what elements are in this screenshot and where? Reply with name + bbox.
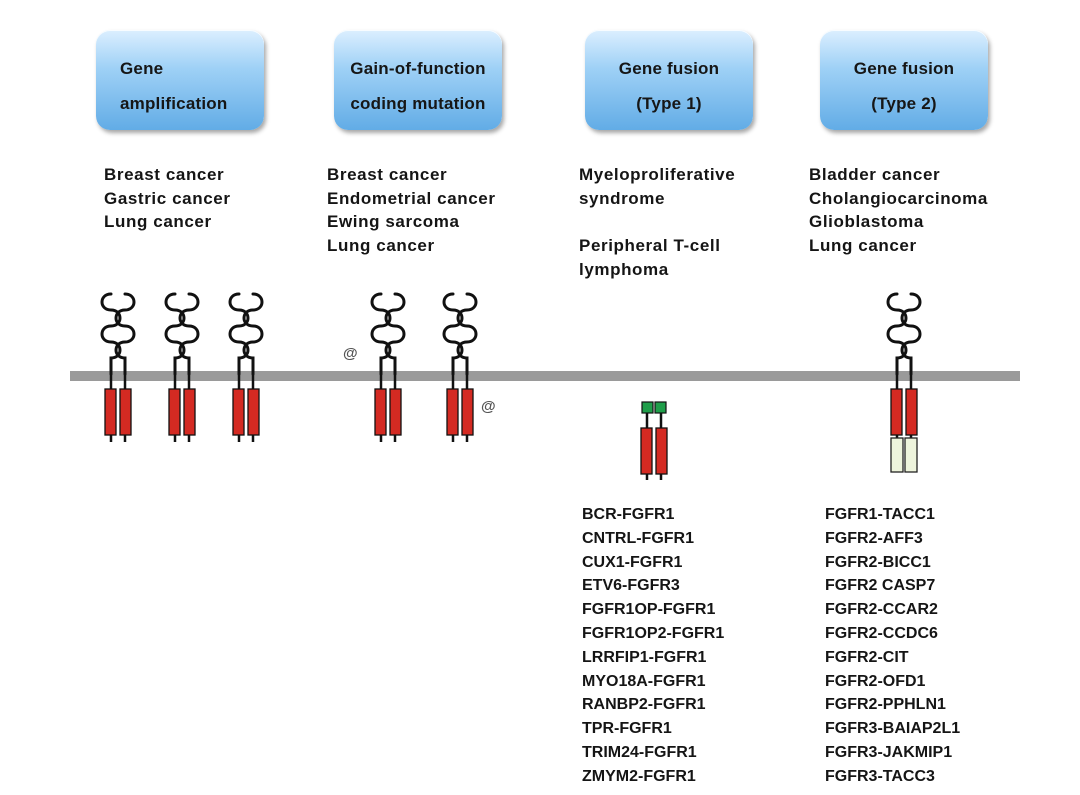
cancer-list-fusion-type-2: Bladder cancer Cholangiocarcinoma Gliobl…	[809, 163, 988, 258]
fusion-partner: FGFR2-CCDC6	[825, 624, 938, 642]
cancer-list-amplification: Breast cancer Gastric cancer Lung cancer	[104, 163, 231, 234]
fusion-partner: LRRFIP1-FGFR1	[582, 648, 707, 666]
header-gene-amplification: Gene amplification	[96, 30, 264, 130]
cancer-type: Peripheral T-cell	[579, 236, 721, 256]
fusion-partner-list-type-2: FGFR1-TACC1 FGFR2-AFF3 FGFR2-BICC1 FGFR2…	[825, 503, 960, 789]
header-line-1: Gene	[120, 59, 164, 78]
fusion-partner-list-type-1: BCR-FGFR1 CNTRL-FGFR1 CUX1-FGFR1 ETV6-FG…	[582, 503, 724, 789]
fusion-partner: FGFR2-CIT	[825, 648, 909, 666]
cancer-type: Gastric cancer	[104, 188, 231, 208]
fusion-protein-type-2	[886, 292, 922, 473]
cancer-type: Lung cancer	[104, 212, 212, 232]
cancer-type: Endometrial cancer	[327, 188, 496, 208]
cancer-type: Myeloproliferative	[579, 165, 736, 184]
fgfr-dimer-mutant	[442, 292, 478, 442]
header-gain-of-function-mutation: Gain-of-function coding mutation	[334, 30, 502, 130]
header-line-2: (Type 2)	[871, 94, 937, 113]
fusion-partner: TRIM24-FGFR1	[582, 743, 697, 761]
header-line-2: (Type 1)	[636, 94, 702, 113]
mutation-marker: @	[481, 398, 496, 415]
fusion-partner: MYO18A-FGFR1	[582, 672, 706, 690]
cancer-list-mutation: Breast cancer Endometrial cancer Ewing s…	[327, 163, 496, 258]
fusion-partner: BCR-FGFR1	[582, 506, 675, 523]
fusion-partner: FGFR2-BICC1	[825, 553, 931, 571]
fusion-partner: FGFR3-JAKMIP1	[825, 743, 953, 761]
cancer-type: lymphoma	[579, 259, 669, 279]
cancer-type: Lung cancer	[809, 236, 917, 256]
header-line-2: coding mutation	[350, 94, 486, 113]
fusion-partner: FGFR2-CCAR2	[825, 601, 938, 619]
fgfr-dimer	[164, 292, 200, 442]
cancer-type: syndrome	[579, 188, 666, 208]
fusion-protein-type-1	[640, 401, 668, 480]
fusion-partner: CNTRL-FGFR1	[582, 529, 694, 547]
fusion-partner: ETV6-FGFR3	[582, 577, 680, 595]
mutation-marker: @	[343, 345, 358, 362]
header-line-2: amplification	[120, 94, 228, 113]
fusion-partner: FGFR1-TACC1	[825, 506, 935, 523]
fusion-partner: FGFR2-AFF3	[825, 529, 923, 547]
header-gene-fusion-type-2: Gene fusion (Type 2)	[820, 30, 988, 130]
fusion-partner: FGFR1OP2-FGFR1	[582, 624, 725, 642]
cancer-type: Breast cancer	[104, 165, 225, 184]
fusion-partner: RANBP2-FGFR1	[582, 696, 706, 714]
cancer-type: Lung cancer	[327, 236, 435, 256]
cell-membrane	[70, 371, 1020, 381]
fgfr-dimer	[100, 292, 136, 442]
fusion-partner: FGFR2-PPHLN1	[825, 696, 946, 714]
fusion-partner: FGFR2 CASP7	[825, 577, 936, 595]
fgfr-dimer-mutant	[370, 292, 406, 442]
cancer-type: Cholangiocarcinoma	[809, 188, 988, 208]
fusion-partner: TPR-FGFR1	[582, 720, 672, 738]
fusion-partner: ZMYM2-FGFR1	[582, 767, 696, 785]
cancer-type: Ewing sarcoma	[327, 212, 460, 232]
cancer-list-fusion-type-1: Myeloproliferative syndrome Peripheral T…	[579, 163, 735, 282]
cancer-type: Bladder cancer	[809, 165, 941, 184]
header-gene-fusion-type-1: Gene fusion (Type 1)	[585, 30, 753, 130]
header-line-1: Gain-of-function	[350, 59, 486, 78]
cancer-type: Breast cancer	[327, 165, 448, 184]
header-line-1: Gene fusion	[618, 59, 720, 78]
fgfr-dimer	[228, 292, 264, 442]
cancer-type: Glioblastoma	[809, 212, 924, 232]
fusion-partner: FGFR2-OFD1	[825, 672, 926, 690]
fusion-partner: FGFR1OP-FGFR1	[582, 601, 716, 619]
header-line-1: Gene fusion	[853, 59, 955, 78]
fusion-partner: FGFR3-TACC3	[825, 767, 935, 785]
fusion-partner: FGFR3-BAIAP2L1	[825, 720, 961, 738]
fusion-partner: CUX1-FGFR1	[582, 553, 683, 571]
